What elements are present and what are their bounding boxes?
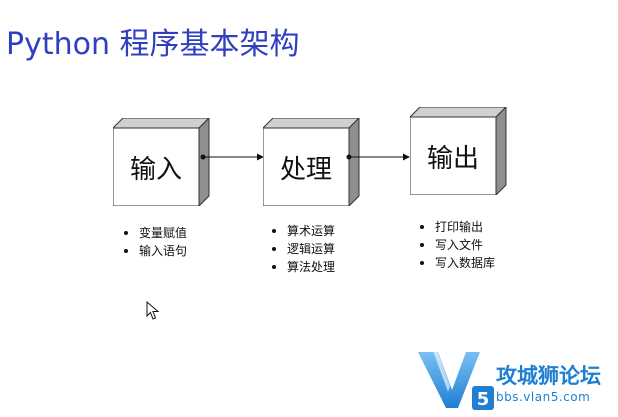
cube-shape (410, 107, 507, 195)
list-item: 变量赋值 (121, 224, 187, 242)
mouse-pointer-icon (146, 301, 160, 320)
process-box: 处理 (263, 118, 371, 206)
svg-text:5: 5 (477, 389, 490, 410)
list-item: 算术运算 (269, 222, 335, 240)
cube-shape (263, 118, 360, 206)
watermark-logo: 5 攻城狮论坛 bbs.vlan5.com (416, 342, 618, 413)
bullet-icon (124, 249, 128, 253)
bullet-icon (272, 247, 276, 251)
input-bullet-list: 变量赋值 输入语句 (121, 224, 187, 260)
process-bullet-list: 算术运算 逻辑运算 算法处理 (269, 222, 335, 276)
list-item: 写入文件 (417, 236, 495, 254)
output-box: 输出 (410, 107, 518, 195)
bullet-icon (272, 265, 276, 269)
list-item: 逻辑运算 (269, 240, 335, 258)
list-item: 算法处理 (269, 258, 335, 276)
process-box-label: 处理 (279, 154, 332, 185)
bullet-icon (420, 243, 424, 247)
output-box-label: 输出 (426, 143, 479, 174)
v5-logo-icon: 5 (418, 348, 494, 410)
brand-url: bbs.vlan5.com (496, 390, 591, 404)
bullet-icon (420, 261, 424, 265)
bullet-icon (420, 225, 424, 229)
brand-name: 攻城狮论坛 (496, 364, 601, 388)
arrow-input-to-process (200, 153, 264, 161)
cube-shape (113, 118, 210, 206)
list-item: 写入数据库 (417, 254, 495, 272)
slide-title: Python 程序基本架构 (6, 27, 300, 62)
input-box: 输入 (113, 118, 221, 206)
list-item: 打印输出 (417, 218, 495, 236)
bullet-icon (272, 229, 276, 233)
bullet-icon (124, 231, 128, 235)
arrow-process-to-output (346, 153, 410, 161)
output-bullet-list: 打印输出 写入文件 写入数据库 (417, 218, 495, 272)
list-item: 输入语句 (121, 242, 187, 260)
input-box-label: 输入 (129, 154, 182, 185)
